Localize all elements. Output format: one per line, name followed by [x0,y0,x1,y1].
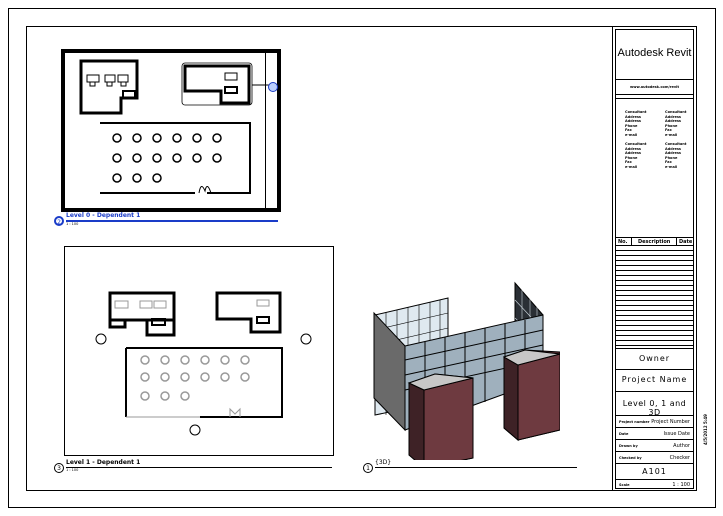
elevation-marker-icon[interactable] [268,82,278,92]
viewport-title-level-0[interactable]: Level 0 - Dependent 1 [66,212,141,219]
viewport-level-0[interactable] [61,49,281,212]
field-project-number: Project number Project Number [616,416,693,428]
sheet-number-cell: A101 [616,464,693,480]
viewport-scale-level-0: 1 : 100 [66,222,79,226]
title-block [612,26,697,491]
revision-table: No. Description Date [616,238,693,348]
field-scale: Scale 1 : 100 [619,482,690,488]
floor-plan-level-0 [79,59,269,194]
viewport-title-line [66,220,278,222]
viewport-title-line [66,467,332,468]
viewport-number-1: 1 [363,463,373,473]
field-checked-by: Checked by Checker [616,452,693,464]
floor-plan-level-1 [95,291,312,436]
autodesk-revit-logo: Autodesk Revit [617,47,692,59]
project-name-cell: Project Name [616,370,693,392]
viewport-3d-model[interactable] [360,280,560,460]
viewport-title-line [375,467,577,468]
field-date: Date Issue Date [616,428,693,440]
field-drawn-by: Drawn by Author [616,440,693,452]
title-block-website: www.autodesk.com/revit [616,80,693,95]
viewport-number-3: 3 [54,463,64,473]
title-block-frame: Autodesk Revit www.autodesk.com/revit Co… [615,29,694,489]
revision-table-header: No. Description Date [616,239,693,246]
viewport-title-level-1[interactable]: Level 1 - Dependent 1 [66,459,141,466]
sheet-inner-border [26,26,697,491]
viewport-title-3d[interactable]: {3D} [375,459,392,466]
sheet-name-cell: Level 0, 1 and 3D [616,392,693,417]
viewport-number-2: 2 [54,216,64,226]
owner-cell: Owner [616,348,693,370]
viewport-level-1[interactable] [64,246,334,456]
revision-rows [616,246,693,348]
title-block-logo-area: Autodesk Revit [616,30,693,80]
sheet-outer-border [8,8,716,508]
viewport-scale-level-1: 1 : 100 [66,468,79,472]
viewport-crop-strip [265,53,277,208]
print-date-stamp: 4/5/2012 5:49 [703,414,708,445]
